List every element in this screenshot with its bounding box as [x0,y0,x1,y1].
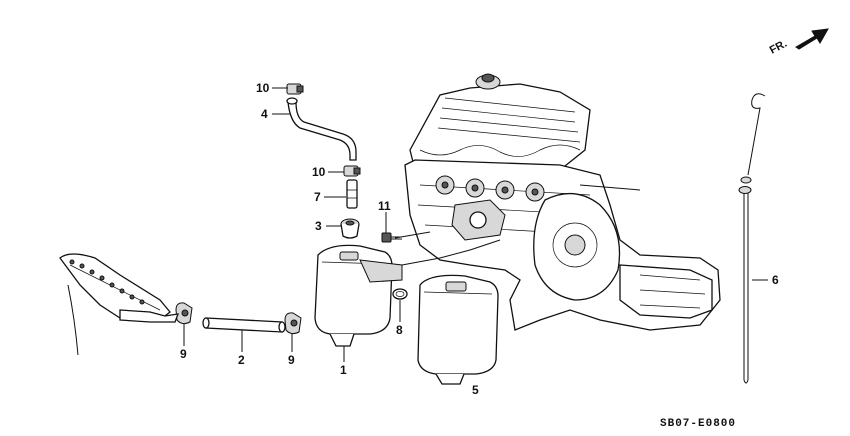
callout-10-lower: 10 [312,165,326,179]
callout-7: 7 [314,190,321,204]
breather-chamber-cover [417,274,499,385]
callout-11: 11 [378,199,391,213]
callout-9-right: 9 [288,353,295,367]
hose-clip-upper [286,83,304,95]
callout-10-upper: 10 [256,81,270,95]
diagram-code: SB07-E0800 [660,418,736,430]
callout-5: 5 [472,383,479,397]
callout-6: 6 [772,273,779,287]
hose-clamp-left [175,302,193,325]
hose-clip-lower [343,165,361,177]
oil-dipstick [738,93,766,384]
callout-3: 3 [315,219,322,233]
direction-label: FR. [768,38,789,57]
callout-4: 4 [261,107,268,121]
leader-lines [183,87,768,362]
callout-8: 8 [396,323,403,337]
breather-hose [286,97,357,161]
air-cleaner-housing [59,253,179,356]
callout-2: 2 [238,353,245,367]
hose-clamp-right [284,312,302,335]
callout-9-left: 9 [180,347,187,361]
callout-1: 1 [340,363,347,377]
engine-assembly [404,73,721,331]
o-ring [392,288,408,300]
grommet [340,218,360,239]
front-arrow-icon [795,28,829,50]
breather-chamber [314,244,403,347]
joint-pipe [346,179,358,209]
front-direction-indicator: FR. [768,28,829,57]
drain-hose [202,317,286,333]
